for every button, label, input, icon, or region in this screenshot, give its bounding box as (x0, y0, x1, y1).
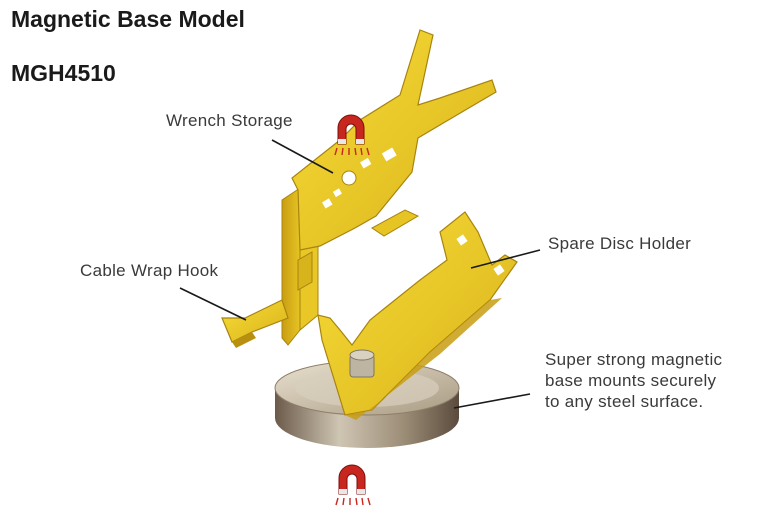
magnet-icon (335, 464, 371, 506)
disc-holder-leader (470, 249, 541, 269)
base-leader (453, 393, 531, 409)
cable-hook-leader (179, 287, 247, 321)
product-model-number: MGH4510 (11, 60, 116, 86)
base-description-line-1: Super strong magnetic (545, 350, 723, 369)
magnetic-base-description: Super strong magnetic base mounts secure… (545, 349, 722, 412)
cable-wrap-hook-label: Cable Wrap Hook (80, 261, 219, 280)
wrench-storage-label: Wrench Storage (166, 111, 293, 130)
base-description-line-3: to any steel surface. (545, 392, 704, 411)
wrench-storage-leader (271, 139, 334, 174)
bracket-body (221, 29, 518, 420)
base-description-line-2: base mounts securely (545, 371, 717, 390)
product-title: Magnetic Base Model (11, 6, 245, 32)
spare-disc-holder-label: Spare Disc Holder (548, 234, 692, 253)
magnet-icon (334, 114, 370, 156)
